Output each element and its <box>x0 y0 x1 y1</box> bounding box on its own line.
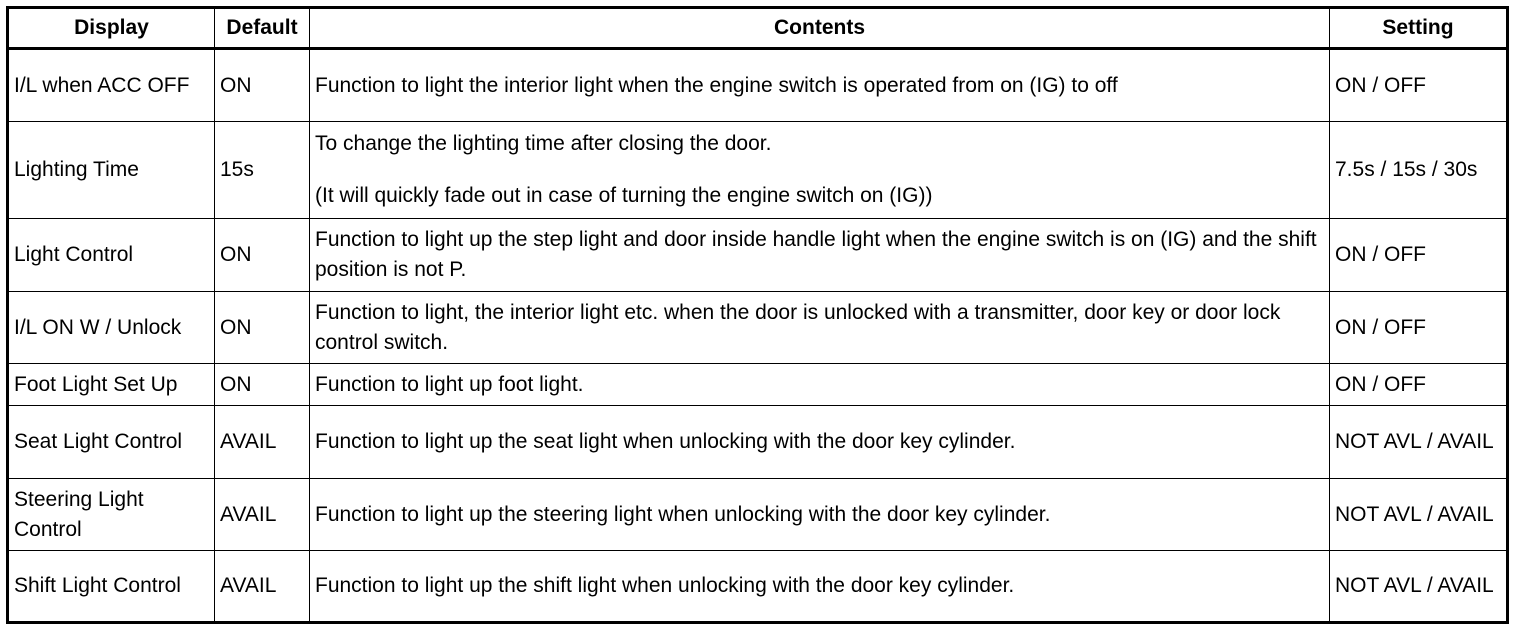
setting-cell: 7.5s / 15s / 30s <box>1329 121 1508 219</box>
contents-cell: Function to light the interior light whe… <box>309 48 1330 122</box>
contents-line: To change the lighting time after closin… <box>315 132 772 155</box>
contents-cell: Function to light up the step light and … <box>309 218 1330 292</box>
table-row: Shift Light Control AVAIL Function to li… <box>7 550 1508 623</box>
contents-cell: Function to light up the shift light whe… <box>309 550 1330 623</box>
display-cell: Seat Light Control <box>7 405 215 479</box>
settings-table: Display Default Contents Setting I/L whe… <box>6 6 1509 624</box>
header-setting: Setting <box>1329 7 1508 50</box>
default-cell: AVAIL <box>214 478 310 551</box>
display-cell: Shift Light Control <box>7 550 215 623</box>
default-cell: 15s <box>214 121 310 219</box>
setting-cell: NOT AVL / AVAIL <box>1329 550 1508 623</box>
default-cell: ON <box>214 363 310 406</box>
table-row: Lighting Time 15s To change the lighting… <box>7 121 1508 219</box>
header-contents: Contents <box>309 7 1330 50</box>
display-cell: I/L when ACC OFF <box>7 48 215 122</box>
header-display: Display <box>7 7 215 50</box>
setting-cell: NOT AVL / AVAIL <box>1329 478 1508 551</box>
default-cell: ON <box>214 291 310 364</box>
setting-cell: ON / OFF <box>1329 218 1508 292</box>
table-row: Seat Light Control AVAIL Function to lig… <box>7 405 1508 479</box>
contents-line: (It will quickly fade out in case of tur… <box>315 184 933 207</box>
contents-cell: Function to light, the interior light et… <box>309 291 1330 364</box>
header-row: Display Default Contents Setting <box>7 7 1508 50</box>
display-cell: Foot Light Set Up <box>7 363 215 406</box>
contents-cell: Function to light up foot light. <box>309 363 1330 406</box>
table-row: I/L ON W / Unlock ON Function to light, … <box>7 291 1508 364</box>
default-cell: ON <box>214 218 310 292</box>
display-cell: Steering Light Control <box>7 478 215 551</box>
default-cell: ON <box>214 48 310 122</box>
display-cell: I/L ON W / Unlock <box>7 291 215 364</box>
table-row: Steering Light Control AVAIL Function to… <box>7 478 1508 551</box>
contents-cell: Function to light up the steering light … <box>309 478 1330 551</box>
display-cell: Lighting Time <box>7 121 215 219</box>
default-cell: AVAIL <box>214 550 310 623</box>
display-cell: Light Control <box>7 218 215 292</box>
default-cell: AVAIL <box>214 405 310 479</box>
setting-cell: NOT AVL / AVAIL <box>1329 405 1508 479</box>
setting-cell: ON / OFF <box>1329 363 1508 406</box>
table-row: Light Control ON Function to light up th… <box>7 218 1508 292</box>
setting-cell: ON / OFF <box>1329 291 1508 364</box>
contents-cell: To change the lighting time after closin… <box>309 121 1330 219</box>
contents-cell: Function to light up the seat light when… <box>309 405 1330 479</box>
setting-cell: ON / OFF <box>1329 48 1508 122</box>
table-row: Foot Light Set Up ON Function to light u… <box>7 363 1508 406</box>
header-default: Default <box>214 7 310 50</box>
table-row: I/L when ACC OFF ON Function to light th… <box>7 48 1508 122</box>
